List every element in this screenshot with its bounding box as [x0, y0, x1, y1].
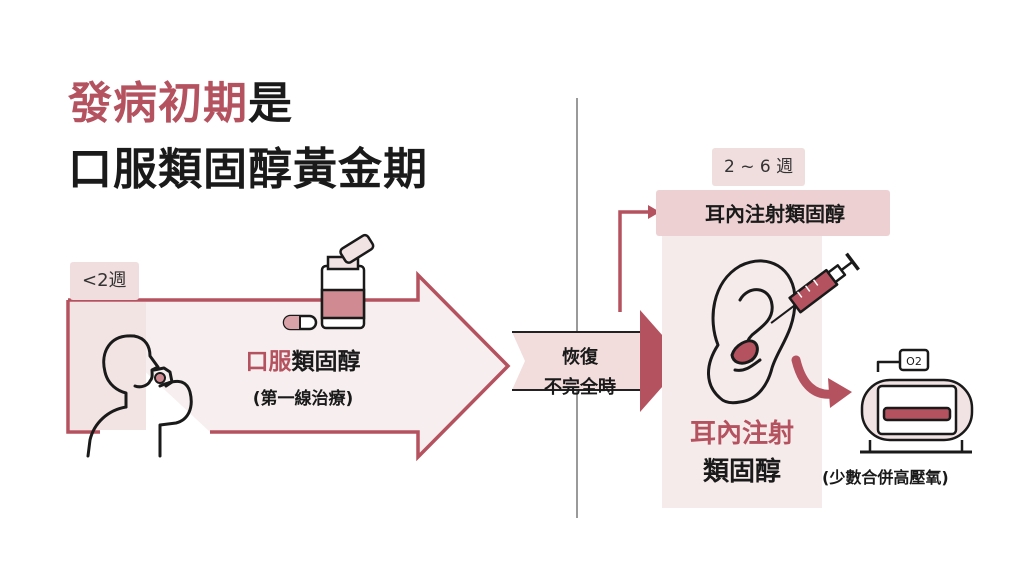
- oral-treatment-arrow: [66, 270, 511, 462]
- injection-box-label: 耳內注射類固醇: [705, 202, 845, 226]
- timing-tag-early: <2週: [70, 262, 139, 300]
- person-taking-pill-icon: [86, 334, 193, 458]
- transition-line-2: 不完全時: [544, 377, 616, 398]
- injection-big-line-2: 類固醇: [702, 457, 781, 487]
- timing-tag-late: 2 ~ 6 週: [712, 148, 806, 186]
- injection-box: [656, 190, 890, 236]
- capsule-icon: [282, 314, 318, 331]
- title-line-1: 發病初期是: [68, 82, 293, 126]
- title-rest: 是: [248, 78, 293, 129]
- oral-treatment-label: 口服類固醇 (第一線治療): [212, 342, 394, 409]
- title-accent: 發病初期: [68, 78, 248, 129]
- oral-accent: 口服: [245, 349, 292, 375]
- transition-line-1: 恢復: [562, 347, 598, 368]
- syringe-icon: [770, 252, 860, 324]
- curved-arrow-to-chamber: [791, 355, 852, 408]
- injection-big-line-1: 耳內注射: [689, 419, 794, 449]
- oral-rest: 類固醇: [291, 349, 361, 375]
- title-line-2: 口服類固醇黃金期: [68, 144, 428, 195]
- oral-main-label: 口服類固醇: [212, 342, 394, 376]
- transition-label: 恢復 不完全時: [520, 343, 640, 403]
- hyperbaric-chamber-icon: [860, 348, 974, 454]
- o2-label: O2: [906, 355, 922, 368]
- connector-arrowhead: [648, 205, 660, 219]
- injection-connector: [618, 210, 652, 312]
- injection-big-label: 耳內注射 類固醇: [662, 415, 822, 491]
- medicine-bottle-icon: [320, 233, 375, 330]
- oral-sublabel: (第一線治療): [252, 389, 354, 409]
- hyperbaric-label: (少數合併高壓氧): [822, 468, 949, 487]
